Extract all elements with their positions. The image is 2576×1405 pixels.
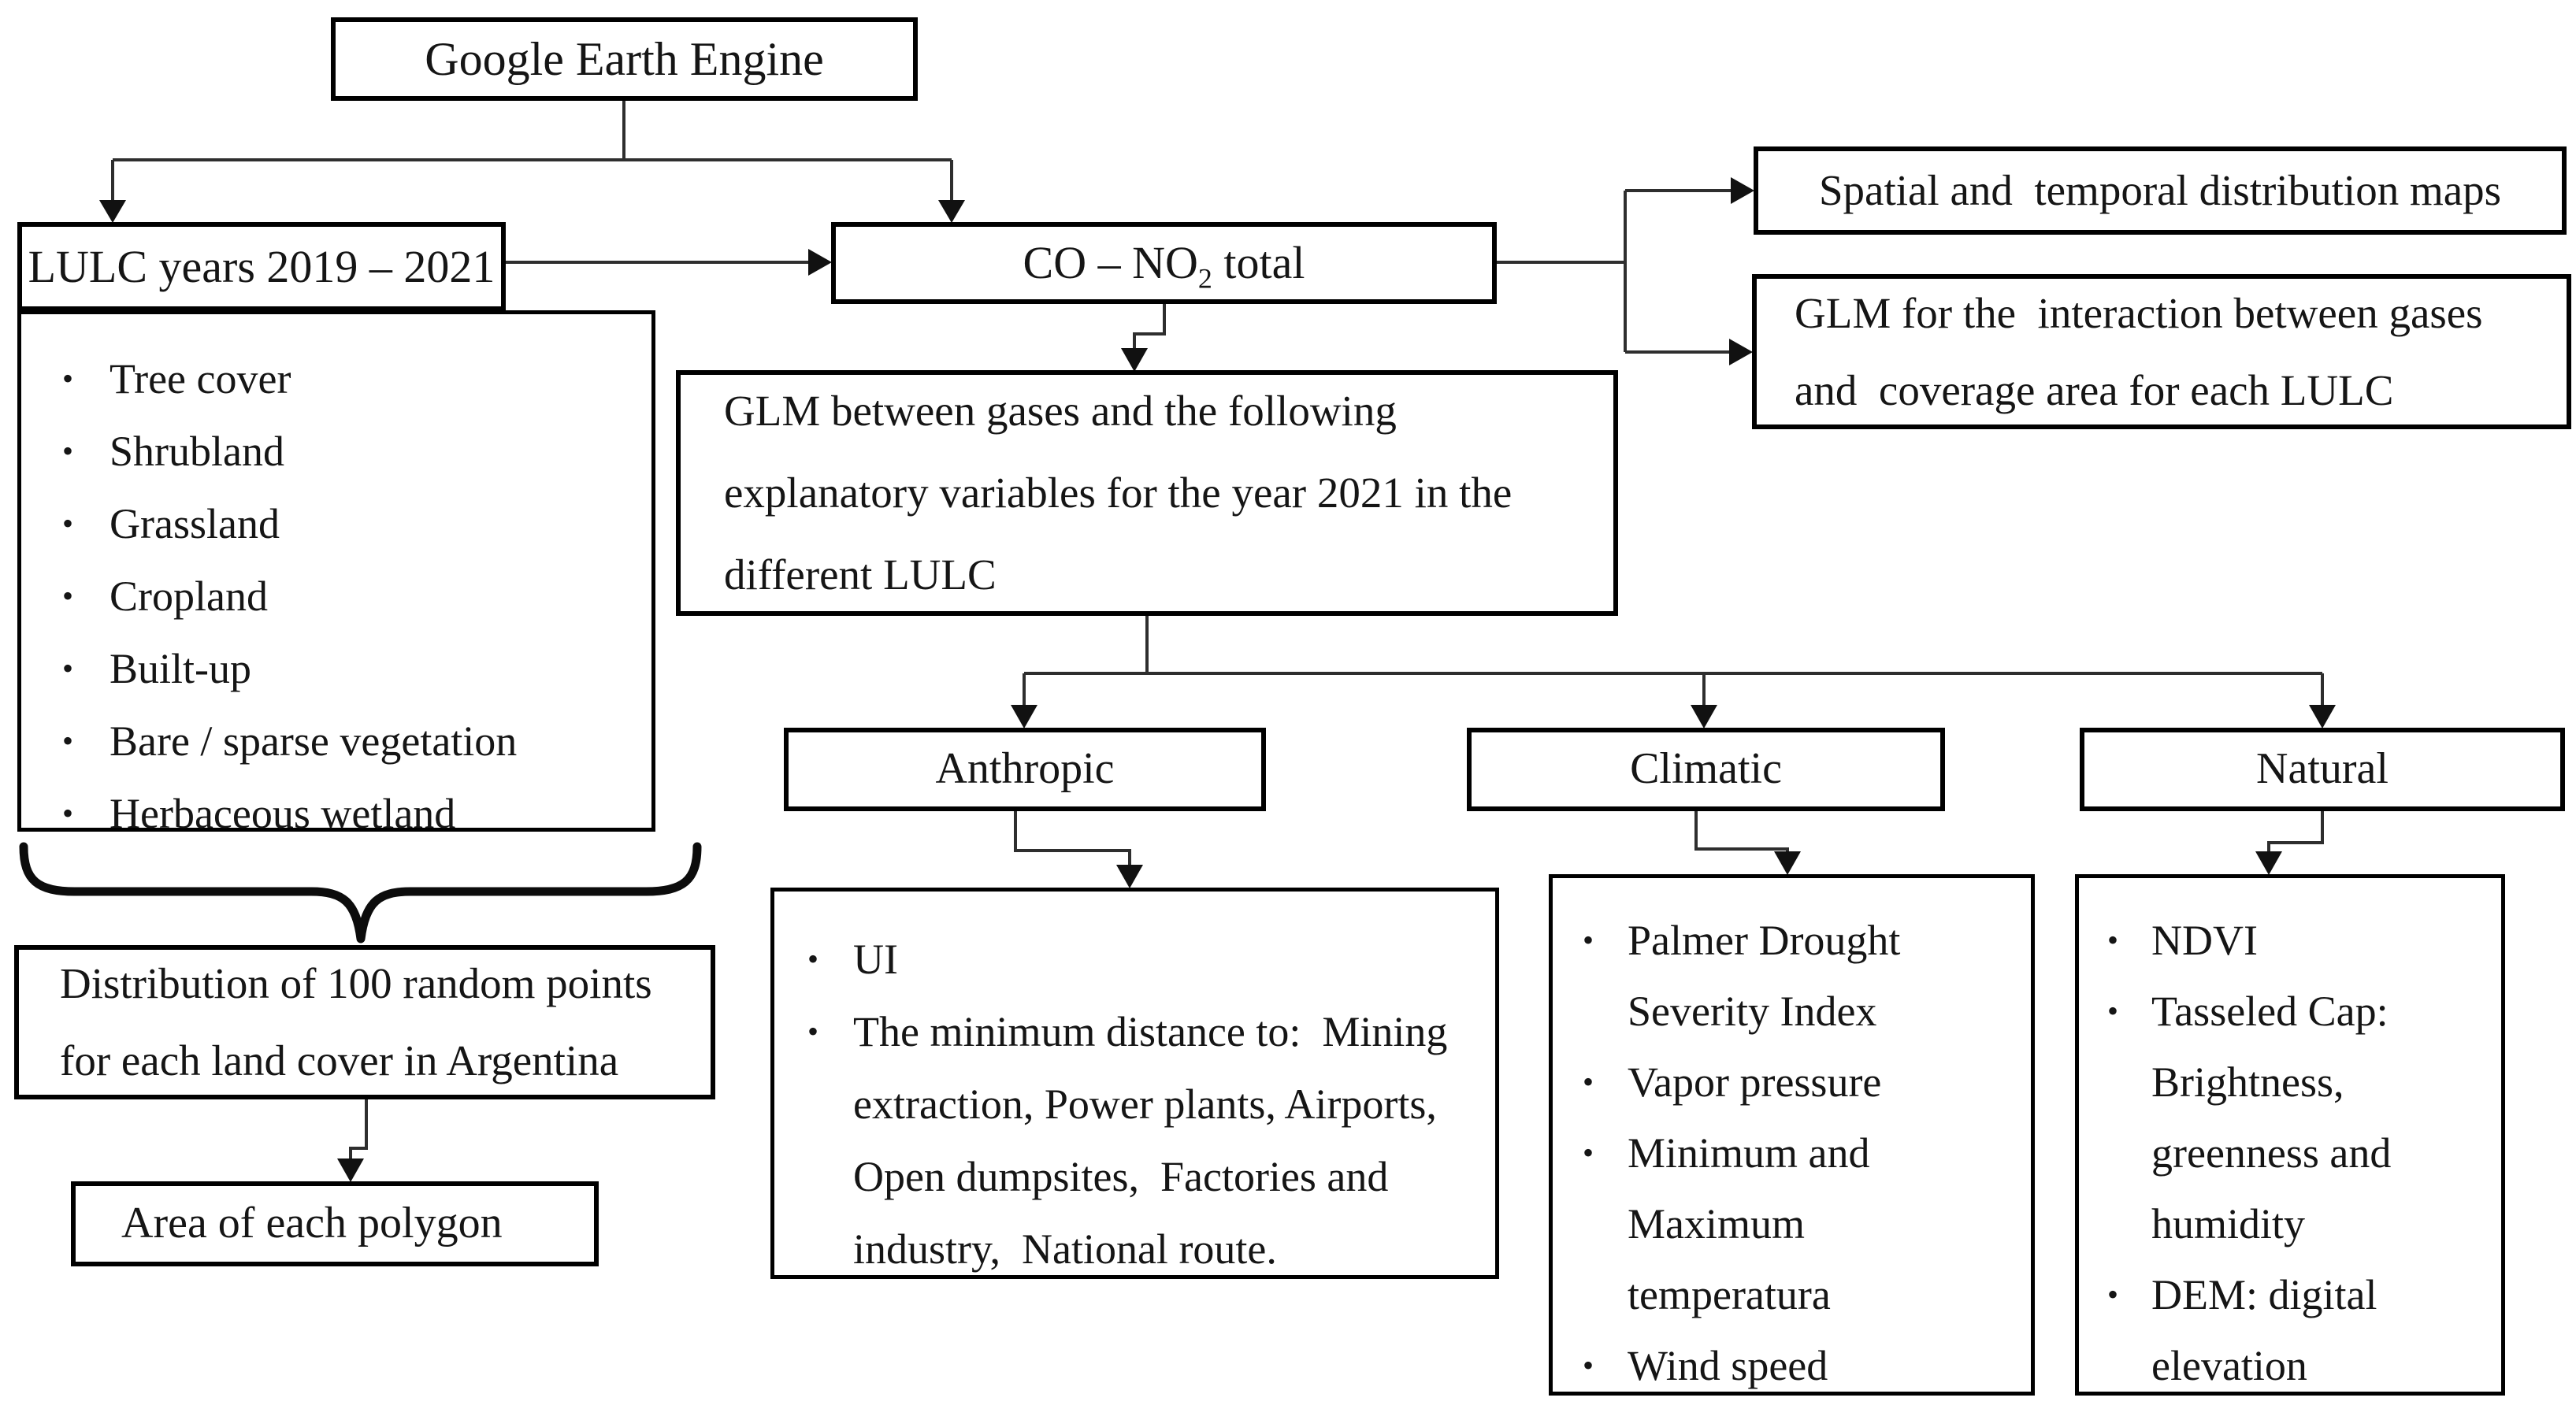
- connector-climatic-to-list: [1694, 811, 1801, 875]
- gas-subscript: 2: [1197, 262, 1212, 295]
- list-item: Distribution of 100 random points: [60, 959, 652, 1007]
- list-item: Palmer Drought Severity Index: [1553, 905, 2031, 1047]
- node-text-lines: GLM for the interaction between gases and…: [1757, 279, 2567, 424]
- node-anthropic-variables: UIThe minimum distance to: Mining extrac…: [770, 888, 1499, 1279]
- connector-gases-right-branch: [1497, 177, 1754, 365]
- node-area-of-each-polygon: Area of each polygon: [71, 1181, 599, 1266]
- connector-glm-to-categories: [1011, 616, 2336, 728]
- list-item: Grassland: [21, 487, 644, 560]
- list-item: and coverage area for each LULC: [1795, 365, 2394, 414]
- node-google-earth-engine: Google Earth Engine: [331, 17, 918, 101]
- list-item: Wind speed: [1553, 1330, 2031, 1401]
- curly-brace: [19, 842, 702, 943]
- node-natural: Natural: [2080, 728, 2565, 811]
- node-co-no2-total: CO – NO2 total: [831, 222, 1497, 304]
- gas-prefix: CO – NO: [1023, 237, 1198, 289]
- node-random-points-distribution: Distribution of 100 random points for eac…: [14, 945, 715, 1099]
- list-item: Herbaceous wetland: [21, 777, 644, 850]
- node-lulc-class-list: Tree coverShrublandGrasslandCroplandBuil…: [17, 310, 655, 850]
- list-item: Vapor pressure: [1553, 1047, 2031, 1118]
- list-item: for each land cover in Argentina: [60, 1036, 619, 1084]
- node-label: Spatial and temporal distribution maps: [1818, 165, 2502, 214]
- connector-gases-to-glm: [1121, 304, 1166, 372]
- list-item: Cropland: [21, 560, 644, 632]
- list-item: Shrubland: [21, 415, 644, 487]
- node-text-lines: GLM between gases and the following expla…: [681, 375, 1613, 611]
- node-label: Area of each polygon: [121, 1199, 503, 1248]
- node-label: LULC years 2019 – 2021: [28, 240, 496, 292]
- node-label: Anthropic: [935, 744, 1115, 794]
- list-item: UI: [774, 923, 1487, 995]
- list-item: Built-up: [21, 632, 644, 705]
- node-climatic-variables: Palmer Drought Severity IndexVapor press…: [1549, 874, 2035, 1401]
- gas-suffix: total: [1212, 237, 1305, 289]
- list-item: Tree cover: [21, 343, 644, 415]
- node-spatial-temporal-maps: Spatial and temporal distribution maps: [1754, 146, 2567, 235]
- list-item: Tasseled Cap: Brightness, greenness and …: [2079, 976, 2501, 1259]
- node-label: Natural: [2256, 744, 2389, 794]
- list-item: Bare / sparse vegetation: [21, 705, 644, 777]
- node-anthropic: Anthropic: [784, 728, 1266, 811]
- node-natural-variables: NDVITasseled Cap: Brightness, greenness …: [2075, 874, 2505, 1396]
- connector-anthropic-to-list: [1014, 811, 1143, 888]
- node-label: CO – NO2 total: [1023, 237, 1305, 293]
- node-climatic: Climatic: [1467, 728, 1945, 811]
- list-item: DEM: digital elevation: [2079, 1259, 2501, 1401]
- connector-gee-split: [99, 101, 965, 223]
- list-item: The minimum distance to: Mining extracti…: [774, 995, 1487, 1285]
- list-item: NDVI: [2079, 905, 2501, 976]
- list-item: explanatory variables for the year 2021 …: [724, 469, 1513, 517]
- list-item: different LULC: [724, 551, 997, 599]
- list-item: GLM for the interaction between gases: [1795, 288, 2483, 337]
- node-text-lines: Distribution of 100 random points for eac…: [19, 950, 711, 1095]
- node-glm-interaction: GLM for the interaction between gases and…: [1752, 274, 2571, 429]
- connector-natural-to-list: [2255, 811, 2324, 875]
- connector-distribution-to-area: [337, 1099, 368, 1182]
- list-item: GLM between gases and the following: [724, 387, 1397, 435]
- node-label: Climatic: [1630, 744, 1782, 794]
- node-glm-explanatory-variables: GLM between gases and the following expla…: [676, 370, 1618, 616]
- connector-lulc-to-gases: [506, 249, 832, 276]
- node-label: Google Earth Engine: [425, 33, 824, 85]
- node-lulc-years: LULC years 2019 – 2021: [17, 222, 506, 311]
- list-item: Minimum and Maximum temperatura: [1553, 1118, 2031, 1330]
